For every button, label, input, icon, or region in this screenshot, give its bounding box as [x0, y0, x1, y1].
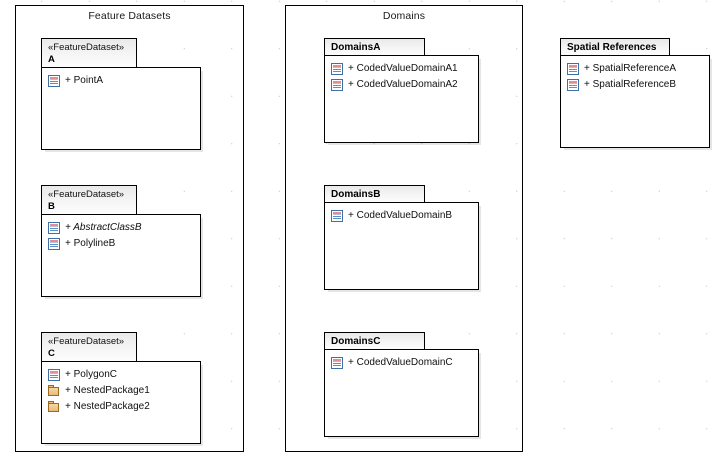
list-item[interactable]: + SpatialReferenceB — [567, 77, 709, 92]
list-item[interactable]: + SpatialReferenceA — [567, 61, 709, 76]
list-item[interactable]: + CodedValueDomainA1 — [331, 61, 478, 76]
class-icon — [567, 62, 579, 75]
package-body-domains-a[interactable]: + CodedValueDomainA1 + CodedValueDomainA… — [324, 55, 479, 143]
package-tab-spatial-references[interactable]: Spatial References — [560, 38, 670, 56]
member-list: + CodedValueDomainB — [325, 203, 478, 223]
package-feature-dataset-c[interactable]: «FeatureDataset» C + PolygonC + NestedPa… — [41, 332, 201, 444]
frame-title-feature-datasets: Feature Datasets — [88, 10, 171, 22]
package-spatial-references[interactable]: Spatial References + SpatialReferenceA +… — [560, 38, 710, 148]
class-icon — [331, 78, 343, 91]
package-body-feature-dataset-c[interactable]: + PolygonC + NestedPackage1 + NestedPack… — [41, 361, 201, 444]
member-list: + SpatialReferenceA + SpatialReferenceB — [561, 56, 709, 92]
package-feature-dataset-a[interactable]: «FeatureDataset» A + PointA — [41, 38, 201, 150]
member-label: + CodedValueDomainA2 — [348, 79, 458, 90]
package-name: C — [48, 348, 55, 359]
package-icon — [48, 384, 60, 397]
member-label: + PointA — [65, 75, 104, 86]
package-icon — [48, 400, 60, 413]
member-label: + PolygonC — [65, 369, 117, 380]
class-icon — [331, 356, 343, 369]
package-body-feature-dataset-b[interactable]: + AbstractClassB + PolylineB — [41, 214, 201, 297]
list-item[interactable]: + CodedValueDomainA2 — [331, 77, 478, 92]
member-list: + AbstractClassB + PolylineB — [42, 215, 200, 251]
member-label: + CodedValueDomainC — [348, 357, 453, 368]
package-body-domains-b[interactable]: + CodedValueDomainB — [324, 202, 479, 290]
package-stereotype: «FeatureDataset» — [48, 189, 125, 200]
class-icon — [567, 78, 579, 91]
list-item[interactable]: + PolygonC — [48, 367, 200, 382]
package-tab-feature-dataset-a[interactable]: «FeatureDataset» A — [41, 38, 137, 68]
list-item[interactable]: + NestedPackage1 — [48, 383, 200, 398]
frame-domains[interactable]: Domains — [285, 5, 523, 452]
package-body-domains-c[interactable]: + CodedValueDomainC — [324, 349, 479, 437]
member-list: + PointA — [42, 68, 200, 88]
member-label: + PolylineB — [65, 238, 116, 249]
package-domains-b[interactable]: DomainsB + CodedValueDomainB — [324, 185, 479, 290]
package-name: DomainsA — [331, 41, 381, 53]
package-body-spatial-references[interactable]: + SpatialReferenceA + SpatialReferenceB — [560, 55, 710, 148]
class-icon — [48, 74, 60, 87]
class-icon — [48, 368, 60, 381]
package-name: DomainsC — [331, 335, 381, 347]
class-icon — [331, 62, 343, 75]
member-label: + AbstractClassB — [65, 222, 142, 233]
list-item[interactable]: + AbstractClassB — [48, 220, 200, 235]
member-list: + CodedValueDomainC — [325, 350, 478, 370]
package-tab-domains-b[interactable]: DomainsB — [324, 185, 425, 203]
package-tab-domains-c[interactable]: DomainsC — [324, 332, 425, 350]
package-name: DomainsB — [331, 188, 381, 200]
member-label: + NestedPackage2 — [65, 401, 150, 412]
package-stereotype: «FeatureDataset» — [48, 42, 125, 53]
member-label: + NestedPackage1 — [65, 385, 150, 396]
frame-title-domains: Domains — [382, 10, 426, 22]
package-stereotype: «FeatureDataset» — [48, 336, 125, 347]
list-item[interactable]: + PointA — [48, 73, 200, 88]
package-tab-domains-a[interactable]: DomainsA — [324, 38, 425, 56]
package-feature-dataset-b[interactable]: «FeatureDataset» B + AbstractClassB + Po… — [41, 185, 201, 297]
list-item[interactable]: + NestedPackage2 — [48, 399, 200, 414]
list-item[interactable]: + CodedValueDomainB — [331, 208, 478, 223]
package-name: A — [48, 54, 55, 65]
class-icon — [331, 209, 343, 222]
member-label: + SpatialReferenceB — [584, 79, 677, 90]
member-label: + CodedValueDomainB — [348, 210, 453, 221]
list-item[interactable]: + CodedValueDomainC — [331, 355, 478, 370]
package-name: B — [48, 201, 55, 212]
package-domains-c[interactable]: DomainsC + CodedValueDomainC — [324, 332, 479, 437]
member-label: + SpatialReferenceA — [584, 63, 677, 74]
member-list: + CodedValueDomainA1 + CodedValueDomainA… — [325, 56, 478, 92]
member-list: + PolygonC + NestedPackage1 + NestedPack… — [42, 362, 200, 414]
list-item[interactable]: + PolylineB — [48, 236, 200, 251]
package-name: Spatial References — [567, 41, 657, 53]
package-tab-feature-dataset-c[interactable]: «FeatureDataset» C — [41, 332, 137, 362]
class-icon — [48, 221, 60, 234]
class-icon — [48, 237, 60, 250]
package-domains-a[interactable]: DomainsA + CodedValueDomainA1 + CodedVal… — [324, 38, 479, 143]
member-label: + CodedValueDomainA1 — [348, 63, 458, 74]
package-tab-feature-dataset-b[interactable]: «FeatureDataset» B — [41, 185, 137, 215]
frame-feature-datasets[interactable]: Feature Datasets — [15, 5, 244, 452]
package-body-feature-dataset-a[interactable]: + PointA — [41, 67, 201, 150]
